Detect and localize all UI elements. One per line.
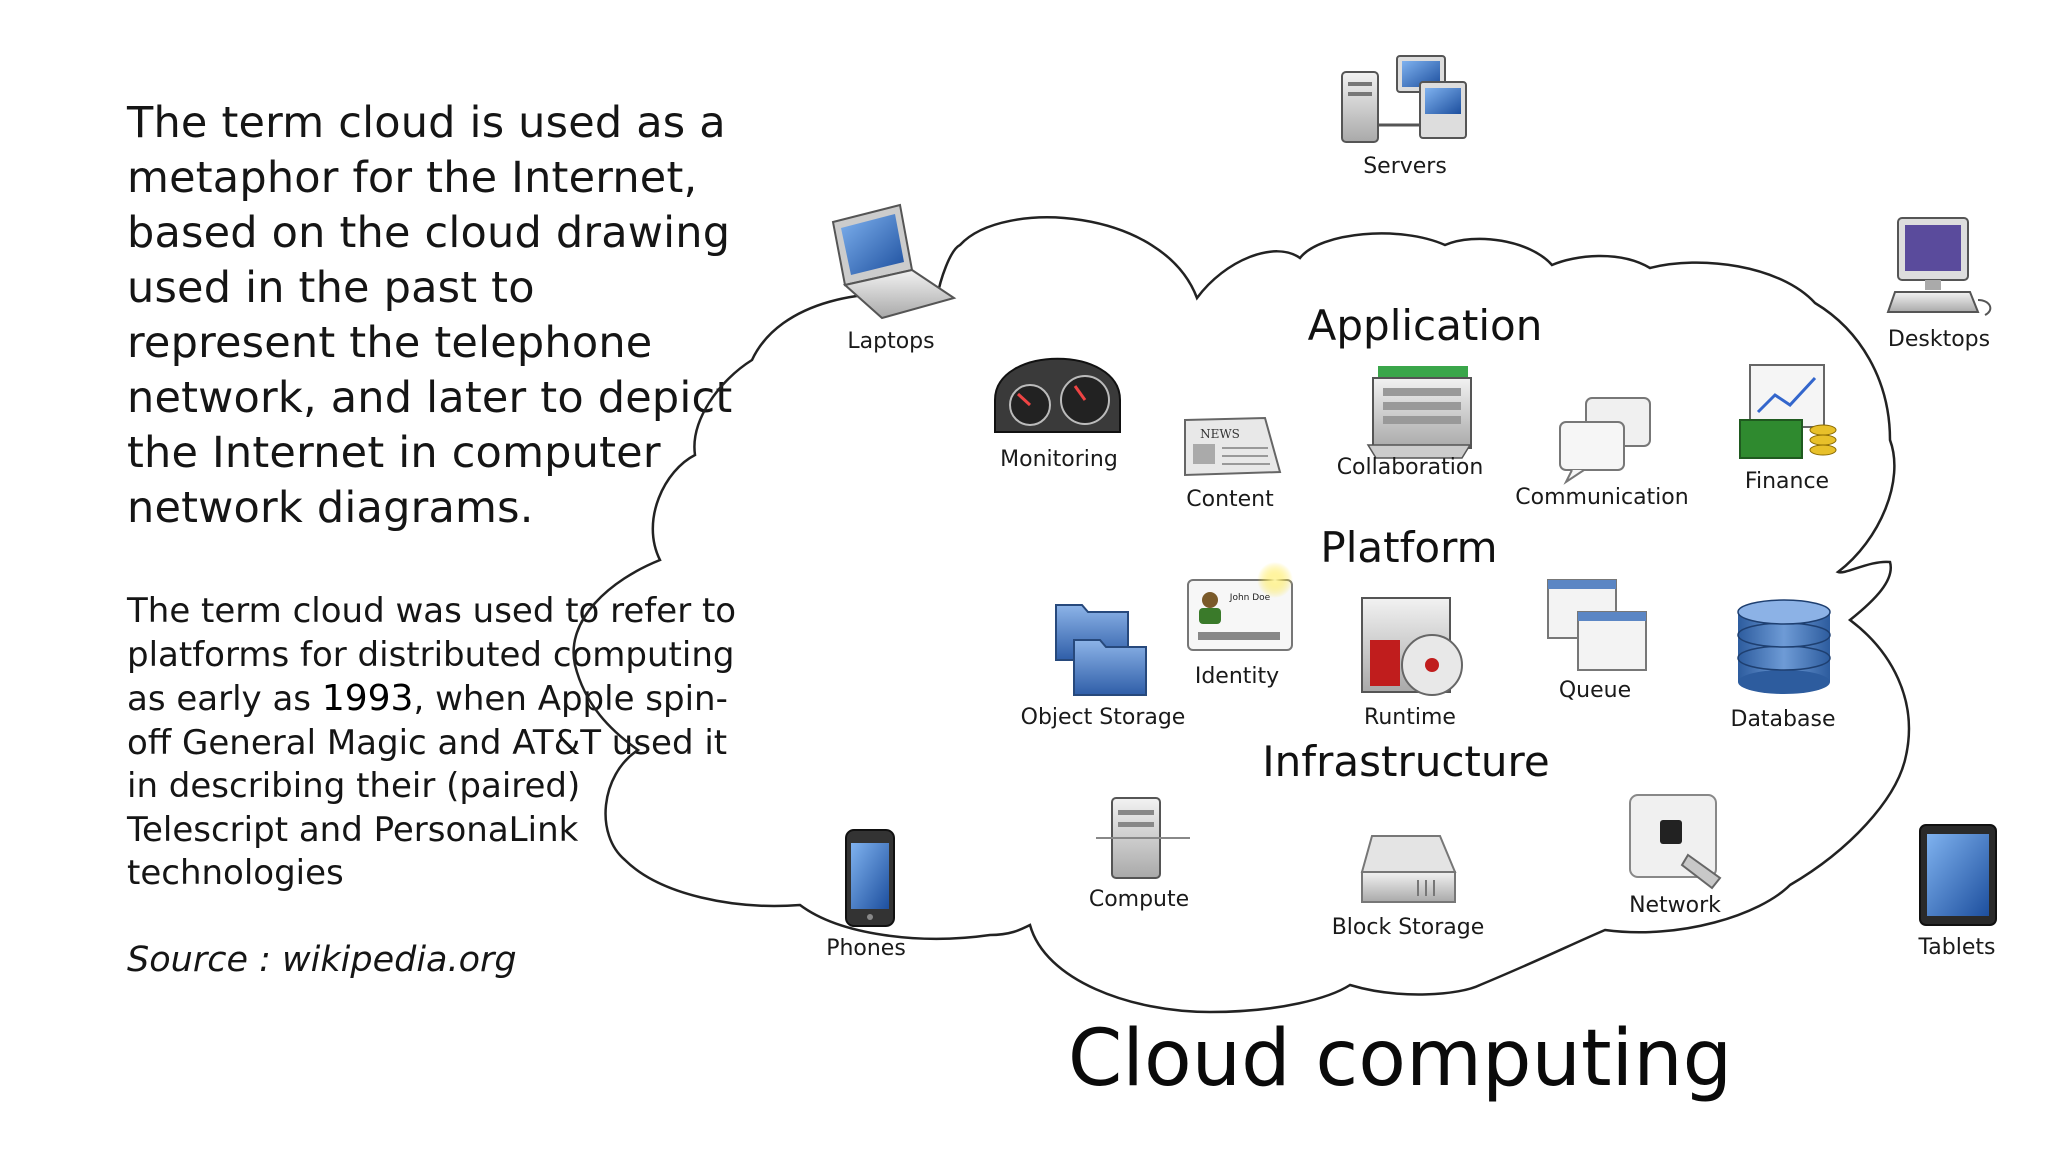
communication-icon bbox=[1559, 397, 1651, 485]
cloud-line bbox=[572, 216, 1911, 1014]
label-database: Database bbox=[1731, 707, 1836, 732]
label-queue: Queue bbox=[1559, 678, 1631, 703]
label-identity: Identity bbox=[1195, 664, 1279, 689]
compute-icon bbox=[1096, 797, 1190, 879]
section-platform: Platform bbox=[1320, 523, 1497, 572]
label-tablets: Tablets bbox=[1918, 935, 1996, 960]
history-text-start: The term cloud was used to refer to plat… bbox=[127, 591, 737, 719]
intro-paragraph: The term cloud is used as a metaphor for… bbox=[127, 98, 733, 533]
diagram-title: Cloud computing bbox=[1068, 1014, 1732, 1104]
servers-icon bbox=[1341, 55, 1467, 143]
label-network: Network bbox=[1629, 893, 1721, 918]
network-icon bbox=[1629, 794, 1722, 890]
queue-icon bbox=[1547, 579, 1647, 671]
text-panel: The term cloud is used as a metaphor for… bbox=[127, 96, 747, 980]
label-block-storage: Block Storage bbox=[1332, 915, 1485, 940]
identity-icon: John Doe bbox=[1187, 562, 1293, 651]
label-desktops: Desktops bbox=[1888, 327, 1990, 352]
object-storage-icon bbox=[1055, 604, 1147, 696]
label-monitoring: Monitoring bbox=[1000, 447, 1118, 472]
laptops-icon bbox=[831, 203, 957, 320]
history-text-end: , when Apple spin-off General Magic and … bbox=[127, 679, 728, 893]
history-year: 1993 bbox=[321, 678, 414, 719]
history-paragraph: The term cloud was used to refer to plat… bbox=[127, 590, 747, 896]
runtime-icon bbox=[1361, 597, 1463, 696]
label-object-storage: Object Storage bbox=[1021, 705, 1186, 730]
tablets-icon bbox=[1919, 824, 1997, 926]
collaboration-icon bbox=[1366, 366, 1472, 459]
database-icon bbox=[1737, 599, 1831, 694]
label-communication: Communication bbox=[1515, 485, 1688, 510]
finance-icon bbox=[1739, 364, 1837, 459]
label-phones: Phones bbox=[826, 936, 906, 961]
label-collaboration: Collaboration bbox=[1337, 455, 1484, 480]
source-citation: Source : wikipedia.org bbox=[127, 939, 517, 980]
phones-icon bbox=[845, 829, 895, 927]
label-content: Content bbox=[1186, 487, 1274, 512]
label-laptops: Laptops bbox=[847, 329, 934, 354]
monitoring-icon bbox=[994, 357, 1121, 433]
block-storage-icon bbox=[1360, 835, 1457, 903]
section-infrastructure: Infrastructure bbox=[1262, 737, 1549, 786]
identity-icon-name: John Doe bbox=[1229, 593, 1271, 603]
label-servers: Servers bbox=[1363, 154, 1447, 179]
content-icon: NEWS bbox=[1184, 416, 1282, 477]
content-icon-news-text: NEWS bbox=[1200, 427, 1240, 441]
label-compute: Compute bbox=[1089, 887, 1189, 912]
desktops-icon bbox=[1886, 217, 1992, 316]
label-runtime: Runtime bbox=[1364, 705, 1456, 730]
label-finance: Finance bbox=[1745, 469, 1829, 494]
section-application: Application bbox=[1308, 301, 1543, 350]
